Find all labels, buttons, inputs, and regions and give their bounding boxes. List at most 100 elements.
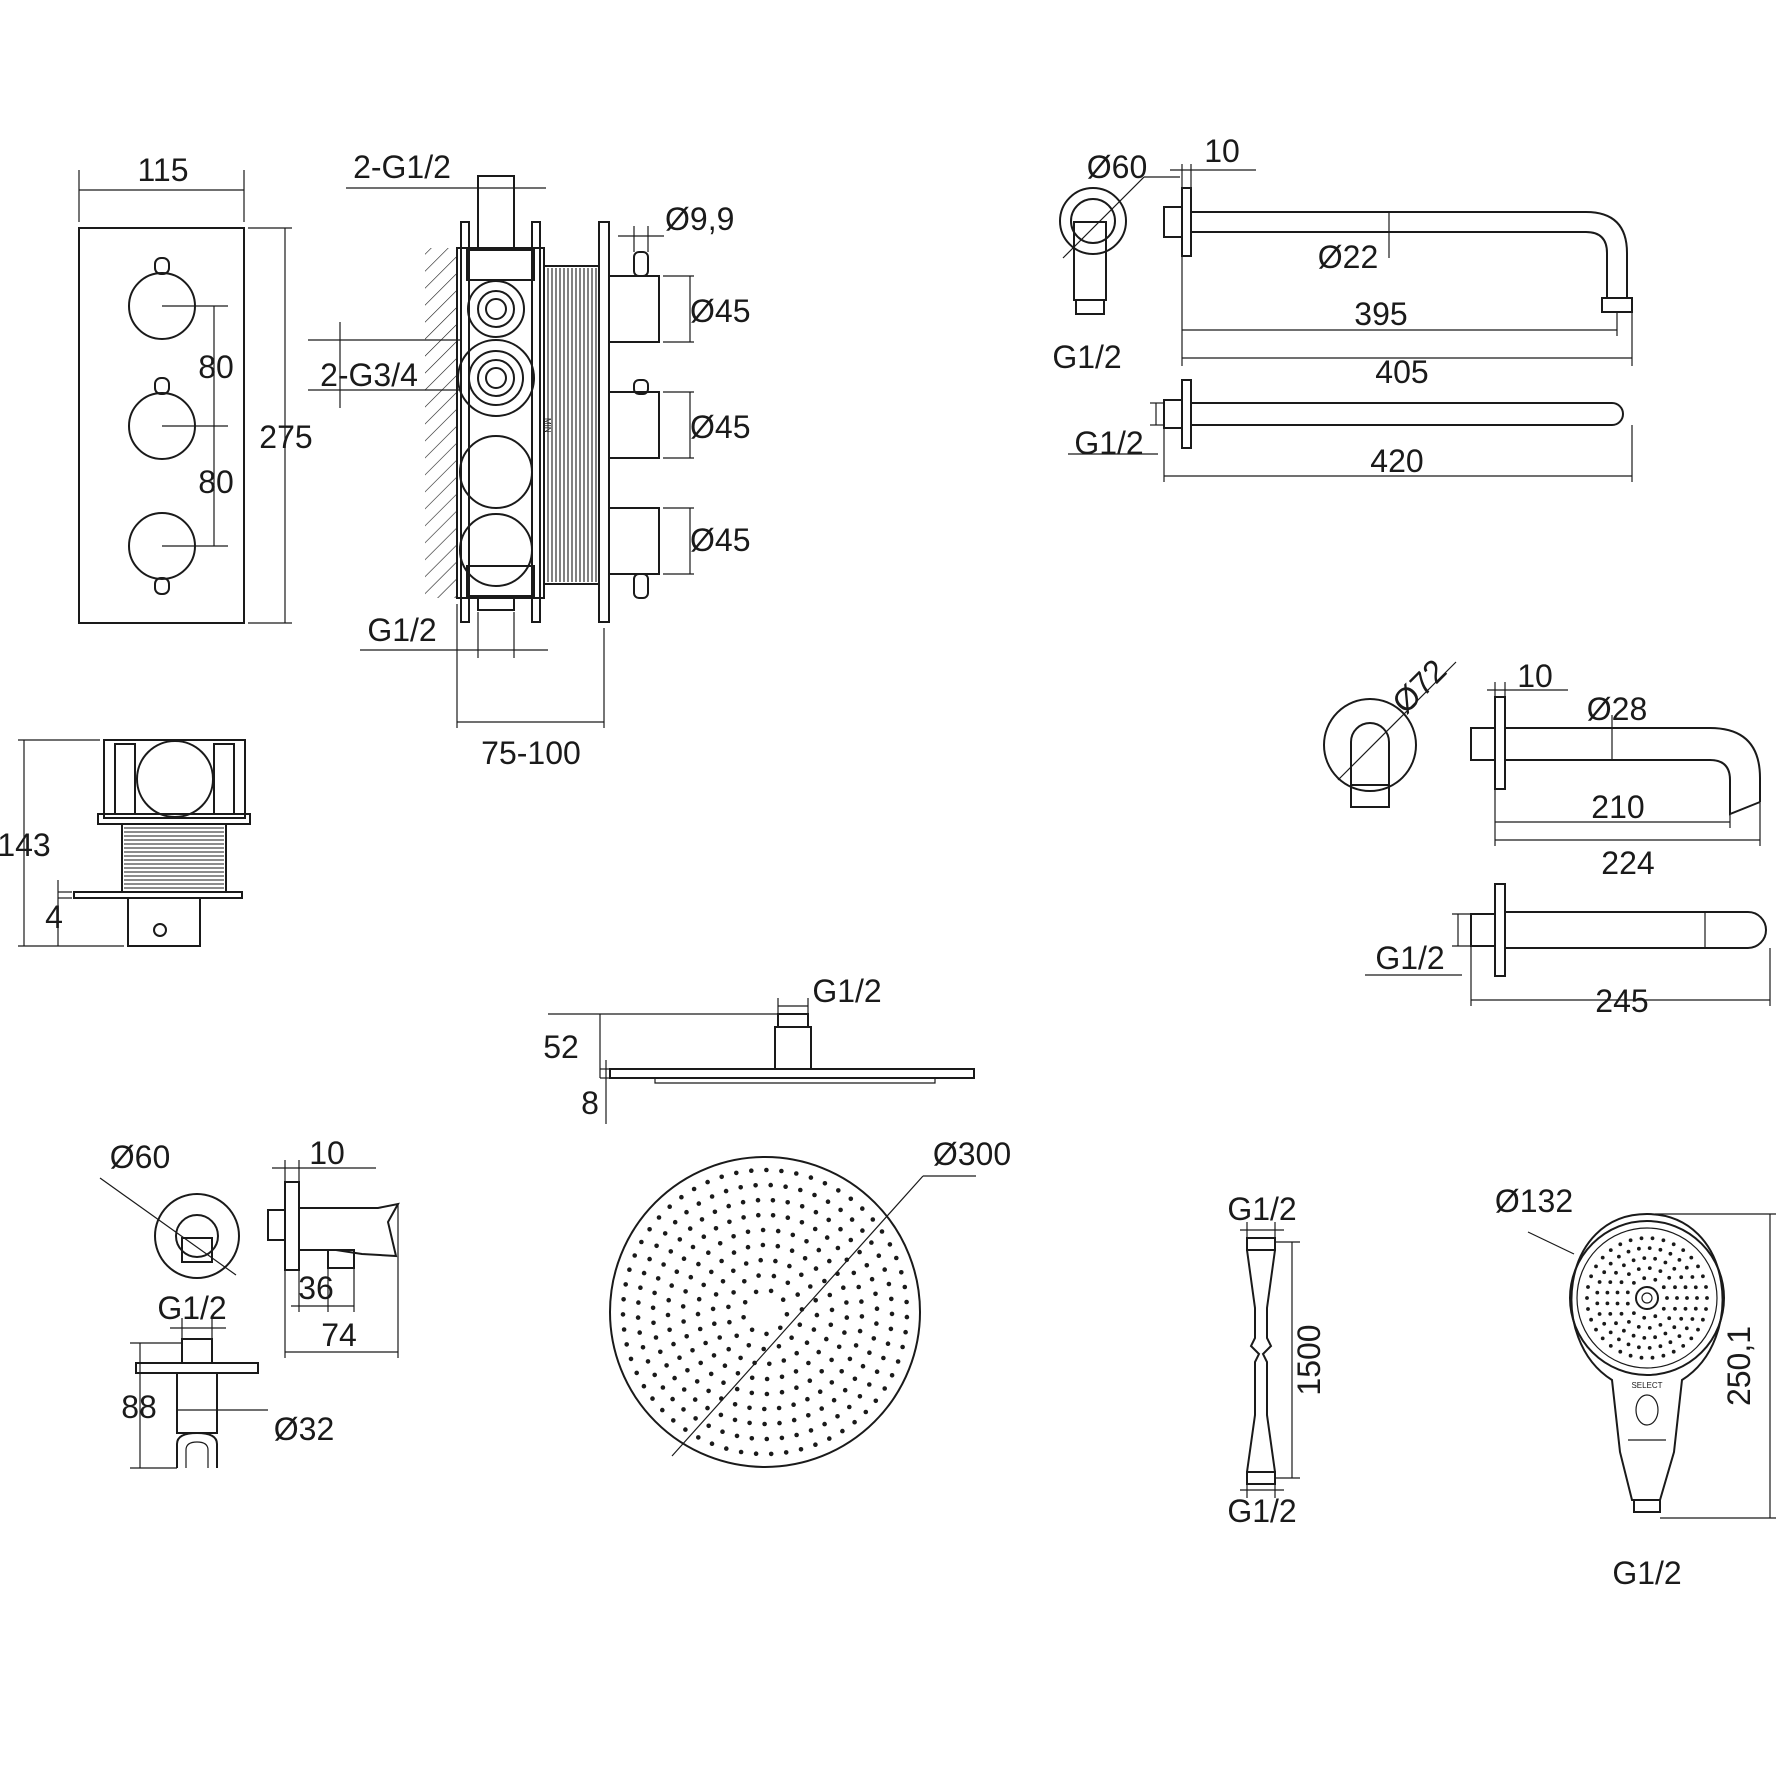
dim-overhead-thickness: 8 (581, 1085, 599, 1121)
dim-arm-thread-2: G1/2 (1074, 425, 1143, 461)
nozzle-dot (683, 1289, 688, 1294)
hand-nozzle-dot (1636, 1325, 1641, 1329)
nozzle-dot (873, 1291, 878, 1297)
dim-overhead-diameter: Ø300 (933, 1136, 1011, 1172)
nozzle-dot (708, 1371, 714, 1377)
nozzle-dot (794, 1385, 799, 1390)
nozzle-dot (857, 1394, 863, 1399)
hand-nozzle-dot (1636, 1267, 1641, 1271)
hand-nozzle-dot (1658, 1247, 1663, 1252)
nozzle-dot (749, 1168, 754, 1173)
nozzle-dot (732, 1402, 738, 1407)
nozzle-pattern (620, 1167, 910, 1457)
nozzle-dot (724, 1446, 729, 1451)
hand-nozzle-dot (1675, 1296, 1679, 1300)
overhead-top-view (609, 1156, 976, 1468)
hand-nozzle-dot (1586, 1285, 1590, 1289)
hand-nozzle-dot (1626, 1249, 1631, 1254)
nozzle-dot (781, 1358, 787, 1363)
nozzle-dot (900, 1344, 905, 1350)
nozzle-dot (816, 1247, 822, 1253)
nozzle-dot (628, 1356, 634, 1362)
hand-nozzle-dot (1625, 1290, 1630, 1295)
hand-nozzle-dot (1615, 1290, 1620, 1295)
nozzle-dot (717, 1335, 722, 1340)
nozzle-dot (691, 1186, 697, 1192)
dim-plate: 4 (45, 899, 63, 935)
nozzle-dot (690, 1348, 695, 1353)
nozzle-dot (674, 1269, 680, 1274)
hand-nozzle-dot (1677, 1258, 1682, 1262)
side-knob-3 (608, 507, 660, 599)
hand-nozzle-dot (1631, 1333, 1636, 1338)
nozzle-dot (771, 1273, 777, 1279)
hand-nozzle-dot (1619, 1311, 1624, 1316)
nozzle-dot (824, 1235, 830, 1240)
spout-side-view (1470, 696, 1767, 977)
hand-nozzle-dot (1684, 1326, 1689, 1331)
nozzle-dot (713, 1292, 719, 1297)
nozzle-dot (669, 1283, 674, 1288)
nozzle-dot (727, 1319, 732, 1325)
nozzle-dot (699, 1217, 705, 1222)
brand-mark: SELECT (1631, 1381, 1662, 1390)
nozzle-dot (783, 1184, 788, 1189)
nozzle-dot (742, 1300, 748, 1305)
nozzle-dot (813, 1209, 819, 1215)
valve-handle-1 (128, 257, 196, 340)
nozzle-dot (731, 1234, 736, 1239)
nozzle-dot (831, 1397, 837, 1403)
hand-nozzle-dot (1685, 1296, 1689, 1300)
nozzle-dot (731, 1268, 736, 1274)
nozzle-dot (634, 1370, 639, 1376)
nozzle-dot (661, 1262, 666, 1267)
valve-handle-2 (128, 377, 196, 460)
dim-spout-thread: G1/2 (1375, 940, 1444, 976)
valve-handle-3 (128, 512, 196, 595)
hand-nozzle-dot (1642, 1276, 1647, 1281)
hand-nozzle-dot (1673, 1306, 1677, 1311)
nozzle-dot (789, 1248, 795, 1253)
nozzle-dot (778, 1325, 783, 1331)
wall-hatch (425, 248, 457, 598)
nozzle-dot (836, 1344, 842, 1350)
dim-outlet-flange-thickness: 10 (309, 1135, 345, 1171)
nozzle-dot (756, 1273, 761, 1278)
nozzle-dot (889, 1311, 895, 1317)
nozzle-dot (709, 1269, 714, 1275)
dim-valve-depth: 143 (0, 827, 51, 863)
nozzle-dot (841, 1285, 846, 1290)
nozzle-dot (671, 1418, 676, 1423)
nozzle-dot (839, 1369, 844, 1374)
nozzle-dot (690, 1244, 696, 1250)
nozzle-dot (658, 1349, 663, 1355)
nozzle-dot (814, 1312, 820, 1318)
nozzle-dot (647, 1256, 652, 1262)
nozzle-dot (776, 1344, 782, 1349)
hand-nozzle-dot (1627, 1320, 1631, 1324)
arm-side-view (1163, 187, 1633, 449)
nozzle-dot (791, 1417, 797, 1423)
hand-nozzle-dot (1701, 1274, 1705, 1279)
hand-nozzle-dot (1617, 1254, 1621, 1259)
nozzle-dot (779, 1389, 785, 1395)
nozzle-dot (894, 1255, 899, 1261)
nozzle-dot (621, 1327, 627, 1332)
nozzle-dot (764, 1391, 770, 1397)
nozzle-dot (713, 1226, 719, 1231)
nozzle-dot (650, 1396, 655, 1401)
nozzle-dot (718, 1412, 724, 1418)
nozzle-dot (666, 1297, 671, 1303)
nozzle-dot (645, 1359, 651, 1364)
hand-nozzle-dot (1647, 1346, 1652, 1350)
nozzle-dot (705, 1179, 710, 1185)
dim-arm-thread: G1/2 (1052, 339, 1121, 375)
side-knob-2 (608, 379, 660, 459)
dim-outlets: 2-G1/2 (353, 149, 451, 185)
nozzle-dot (722, 1363, 728, 1368)
nozzle-dot (719, 1258, 724, 1264)
nozzle-dot (709, 1441, 715, 1446)
nozzle-dot (849, 1217, 855, 1222)
sleeve-threads (547, 268, 597, 582)
hand-nozzle-dot (1585, 1296, 1589, 1300)
